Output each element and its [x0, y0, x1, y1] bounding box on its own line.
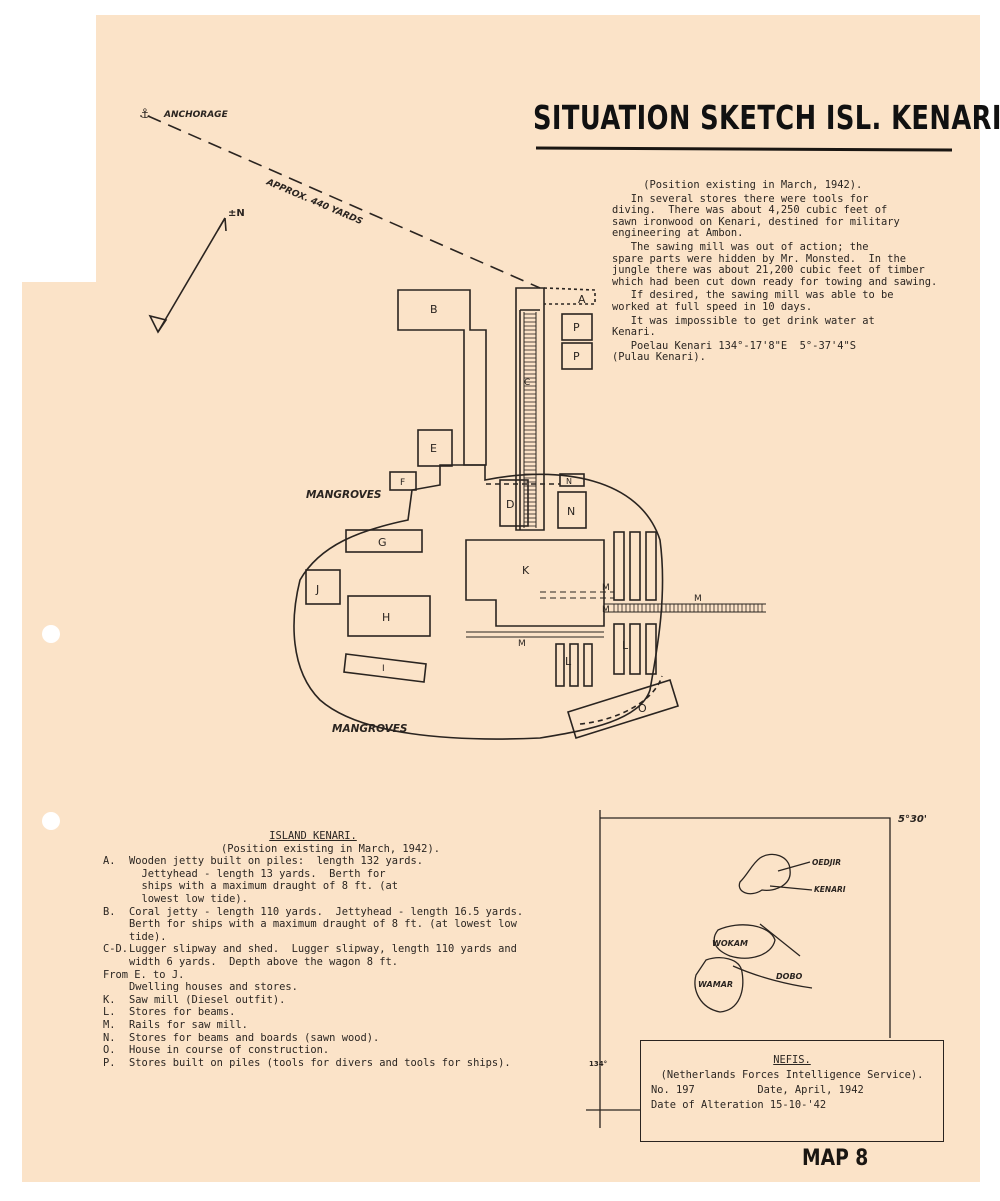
building-h [347, 595, 431, 637]
legend-subheading: (Position existing in March, 1942). [221, 842, 440, 855]
legend-heading: ISLAND KENARI. [269, 830, 357, 842]
label-a: A [578, 293, 586, 306]
legend-item: B.Coral jetty - length 110 yards. Jettyh… [103, 905, 524, 943]
building-d [499, 479, 529, 527]
building-n [557, 491, 587, 529]
legend-item: C-D.Lugger slipway and shed. Lugger slip… [103, 943, 517, 968]
place-wokam: WOKAM [712, 939, 748, 948]
nefis-date: Date, April, 1942 [757, 1084, 864, 1096]
building-p-2 [561, 342, 593, 370]
situation-notes: (Position existing in March, 1942). In s… [612, 179, 984, 366]
legend-item: L.Stores for beams. [103, 1006, 236, 1019]
label-d: D [506, 498, 514, 511]
legend-item: O.House in course of construction. [103, 1044, 330, 1057]
anchorage-label: ANCHORAGE [163, 110, 229, 120]
label-p-2: P [573, 350, 580, 363]
island-oedjir [738, 853, 791, 895]
punch-hole [42, 625, 60, 643]
island-wokam [713, 924, 776, 959]
building-g [345, 529, 423, 553]
place-wamar: WAMAR [698, 980, 733, 989]
nefis-subtitle: (Netherlands Forces Intelligence Service… [660, 1069, 924, 1081]
note-desired: If desired, the sawing mill was able to … [612, 289, 894, 313]
mangroves-top-label: MANGROVES [306, 489, 381, 501]
label-n: N [567, 505, 575, 518]
building-b [397, 289, 487, 466]
map-number: MAP 8 [802, 1146, 869, 1171]
inset-lat-label: 5°30' [898, 814, 927, 825]
label-e: E [430, 442, 437, 455]
legend-item: A.Wooden jetty built on piles: length 13… [103, 855, 424, 905]
nefis-alteration: Date of Alteration 15-10-'42 [651, 1099, 827, 1111]
paper-sheet [22, 282, 980, 1182]
north-arrow [157, 217, 226, 333]
label-g: G [378, 536, 387, 549]
label-k: K [522, 564, 530, 577]
building-n-small [559, 473, 585, 487]
building-f [389, 471, 417, 491]
note-water: It was impossible to get drink water at … [612, 314, 875, 339]
island-wamar [694, 957, 744, 1013]
label-i: I [382, 664, 385, 674]
building-j [305, 569, 341, 605]
nefis-box: NEFIS. (Netherlands Forces Intelligence … [640, 1040, 944, 1142]
legend-item: N.Stores for beams and boards (sawn wood… [103, 1031, 380, 1044]
label-l: L [565, 655, 572, 668]
legend-item: P.Stores built on piles (tools for diver… [103, 1056, 511, 1069]
approach-line [147, 115, 541, 289]
building-p [561, 313, 593, 341]
nefis-number: No. 197 [651, 1084, 695, 1096]
note-position: (Position existing in March, 1942). [612, 179, 863, 191]
building-k [465, 539, 605, 627]
building-o [567, 678, 679, 740]
label-j: J [315, 583, 319, 596]
label-f: F [400, 478, 405, 488]
label-h: H [382, 611, 390, 624]
label-m-2: M [602, 605, 610, 615]
paper-flap [96, 15, 980, 295]
label-o: O [638, 702, 647, 715]
label-m-4: M [694, 594, 702, 604]
label-c: C [524, 378, 530, 388]
legend-item: M.Rails for saw mill. [103, 1018, 248, 1031]
punch-hole [42, 812, 60, 830]
label-m: M [602, 583, 610, 593]
inset-lon-label: 134° [589, 1060, 607, 1068]
nefis-number-date: No. 197 Date, April, 1942 [651, 1083, 943, 1098]
note-stores: In several stores there were tools for d… [612, 192, 900, 240]
label-n-small: N [566, 477, 572, 486]
legend: ISLAND KENARI. (Position existing in Mar… [103, 830, 573, 1069]
north-label: ±N [228, 208, 245, 219]
place-oedjir: OEDJIR [812, 858, 841, 867]
place-kenari: KENARI [814, 885, 846, 894]
building-e [417, 429, 453, 467]
island-outline [293, 464, 664, 740]
note-coordinates: Poelau Kenari 134°-17'8"E 5°-37'4"S (Pul… [612, 339, 856, 364]
place-dobo: DOBO [776, 972, 803, 981]
anchor-icon: ⚓ [140, 103, 150, 122]
label-p: P [573, 321, 580, 334]
legend-item: K.Saw mill (Diesel outfit). [103, 993, 286, 1006]
label-l-2: L [622, 639, 629, 652]
legend-item: From E. to J. Dwelling houses and stores… [103, 968, 298, 994]
note-mill: The sawing mill was out of action; the s… [612, 240, 938, 288]
nefis-title: NEFIS. [773, 1054, 811, 1066]
mangroves-bottom-label: MANGROVES [332, 723, 407, 735]
label-m-3: M [518, 639, 526, 649]
building-i [343, 653, 427, 683]
label-b: B [430, 303, 438, 316]
